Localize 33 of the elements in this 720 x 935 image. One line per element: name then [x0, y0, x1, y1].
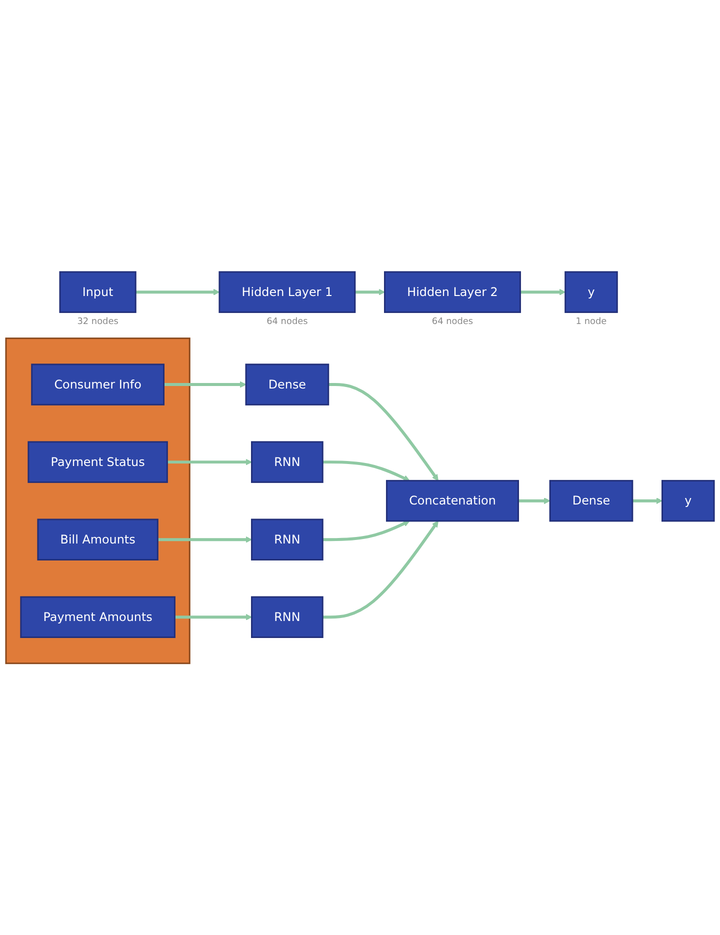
arrow	[136, 288, 220, 296]
node-caption: 1 node	[576, 317, 607, 327]
node-box: RNN	[251, 596, 324, 638]
cluster	[5, 337, 190, 664]
node-box: Bill Amounts	[37, 518, 158, 560]
node-box: y	[564, 271, 618, 313]
arrow	[167, 458, 252, 466]
node-caption: 32 nodes	[77, 317, 118, 327]
arrow	[322, 460, 410, 481]
node-box: Hidden Layer 2	[384, 271, 521, 313]
arrow	[328, 382, 438, 481]
node-box: Concatenation	[386, 480, 519, 522]
node-box: Hidden Layer 1	[218, 271, 356, 313]
arrow	[520, 288, 566, 296]
node-box: Consumer Info	[31, 364, 164, 406]
arrow	[164, 381, 246, 388]
node-box: Input	[59, 271, 136, 313]
arrow	[158, 536, 252, 543]
node-box: RNN	[251, 441, 324, 483]
node-box: Dense	[549, 480, 634, 522]
arrow	[354, 288, 386, 296]
arrow	[174, 614, 252, 620]
arrow	[518, 497, 550, 504]
arrow	[632, 497, 663, 504]
node-box: Dense	[245, 364, 330, 406]
node-box: Payment Amounts	[20, 596, 176, 638]
arrow	[322, 520, 410, 541]
node-box: RNN	[251, 518, 324, 560]
node-box: Payment Status	[28, 441, 168, 483]
arrow	[322, 520, 438, 618]
node-caption: 64 nodes	[432, 317, 474, 327]
node-box: y	[662, 480, 715, 522]
node-caption: 64 nodes	[266, 317, 308, 327]
